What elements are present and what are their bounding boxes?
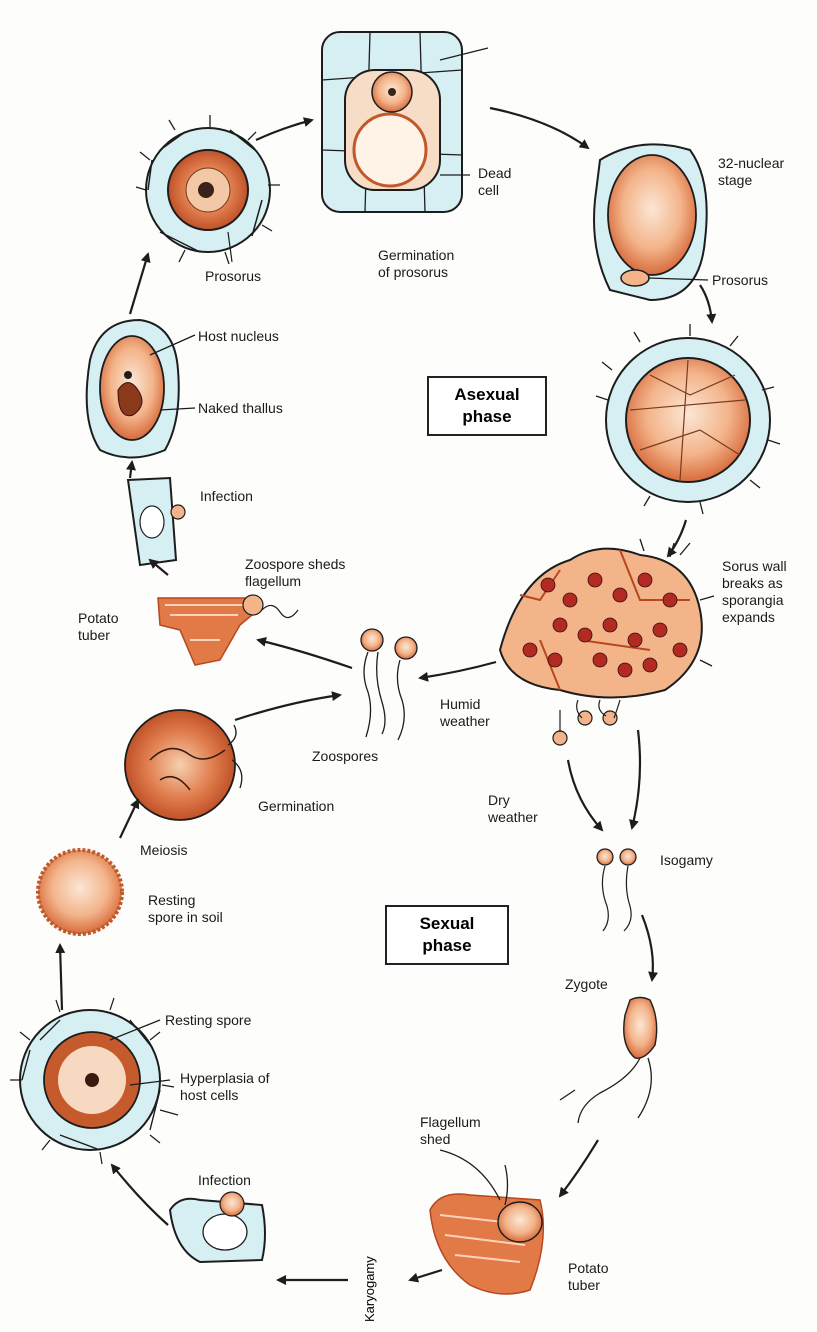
label-potato-tuber-top: Potato tuber xyxy=(78,610,118,644)
germinating-spore-illustration xyxy=(125,710,242,820)
label-meiosis: Meiosis xyxy=(140,842,187,859)
zygote-illustration xyxy=(578,998,657,1124)
naked-thallus-illustration xyxy=(87,320,195,458)
label-zoospore-sheds-flagellum: Zoospore sheds flagellum xyxy=(245,556,345,590)
label-prosorus-top: Prosorus xyxy=(205,268,261,285)
label-resting-spore-in-soil: Resting spore in soil xyxy=(148,892,223,926)
germinating-prosorus-illustration xyxy=(322,32,488,212)
bursting-sorus-illustration xyxy=(500,539,714,745)
sexual-phase-box: Sexual phase xyxy=(385,905,509,965)
label-isogamy: Isogamy xyxy=(660,852,713,869)
infection-bottom-illustration xyxy=(170,1192,265,1262)
label-host-nucleus: Host nucleus xyxy=(198,328,279,345)
label-germination: Germination xyxy=(258,798,334,815)
label-infection-top: Infection xyxy=(200,488,253,505)
label-infection-bottom: Infection xyxy=(198,1172,251,1189)
label-karyogamy: Karyogamy xyxy=(362,1256,377,1322)
tuber-zygote-illustration xyxy=(430,1150,543,1294)
asexual-phase-box: Asexual phase xyxy=(427,376,547,436)
label-flagellum-shed: Flagellum shed xyxy=(420,1114,481,1148)
label-dry-weather: Dry weather xyxy=(488,792,538,826)
nuclear-stage-illustration xyxy=(594,144,708,300)
label-zygote: Zygote xyxy=(565,976,608,993)
label-sorus-wall-breaks: Sorus wall breaks as sporangia expands xyxy=(722,558,787,626)
label-germination-of-prosorus: Germination of prosorus xyxy=(378,247,454,281)
label-potato-tuber-bottom: Potato tuber xyxy=(568,1260,608,1294)
label-zoospores: Zoospores xyxy=(312,748,378,765)
label-hyperplasia: Hyperplasia of host cells xyxy=(180,1070,270,1104)
label-32-nuclear-stage: 32-nuclear stage xyxy=(718,155,784,189)
resting-spore-host-illustration xyxy=(10,998,174,1164)
resting-spore-soil-illustration xyxy=(38,850,122,934)
label-prosorus-right: Prosorus xyxy=(712,272,768,289)
sorus-illustration xyxy=(596,324,780,514)
zoospores-illustration xyxy=(361,629,417,740)
label-resting-spore: Resting spore xyxy=(165,1012,251,1029)
infection-cell-illustration xyxy=(128,478,185,565)
prosorus-cell-illustration xyxy=(136,115,280,264)
label-humid-weather: Humid weather xyxy=(440,696,490,730)
leader-lines xyxy=(160,232,575,1115)
label-dead-cell: Dead cell xyxy=(478,165,511,199)
isogamy-illustration xyxy=(597,849,636,931)
label-naked-thallus: Naked thallus xyxy=(198,400,283,417)
tuber-zoospore-illustration xyxy=(158,595,298,665)
